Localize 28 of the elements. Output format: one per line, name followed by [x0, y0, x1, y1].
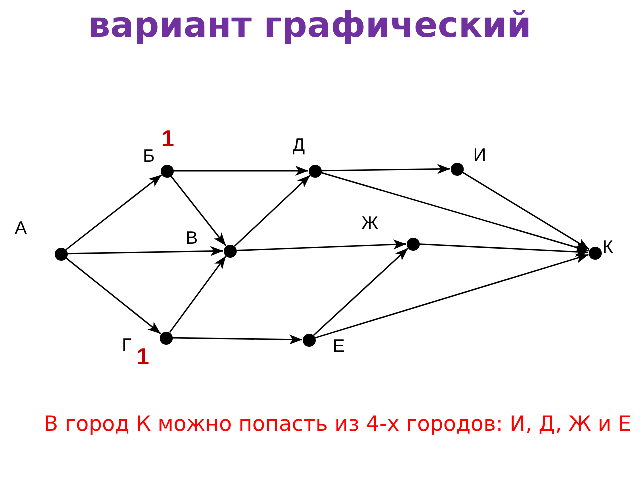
arrow: [315, 254, 589, 339]
vertex-label: К: [602, 238, 614, 256]
vertex-label: Б: [143, 147, 155, 165]
arrow: [174, 166, 308, 176]
arrow: [236, 240, 407, 252]
arrow: [419, 244, 589, 258]
title: вариант графический: [87, 6, 533, 46]
count-number: 1: [162, 128, 174, 150]
vertex-label: Д: [292, 136, 306, 154]
arrow: [462, 172, 590, 250]
vertex-label: А: [15, 219, 27, 237]
arrow: [169, 256, 227, 334]
count-number: 1: [136, 346, 150, 368]
arrow: [234, 174, 311, 248]
vertex-label: Г: [122, 336, 132, 354]
arrow: [66, 258, 162, 334]
vertex-label: Е: [333, 337, 345, 355]
vertex-label: В: [186, 229, 198, 247]
arrow: [321, 172, 589, 252]
arrow: [67, 246, 224, 256]
arrow: [322, 164, 450, 174]
vertex-label: И: [474, 146, 486, 164]
arrow: [172, 334, 302, 345]
arrow: [313, 248, 409, 336]
note-text: В город К можно попасть из 4-х городов: И, Д, Ж и Е: [44, 411, 632, 437]
arrow: [66, 174, 162, 251]
vertex-label: Ж: [362, 214, 378, 232]
arrow: [170, 176, 227, 246]
